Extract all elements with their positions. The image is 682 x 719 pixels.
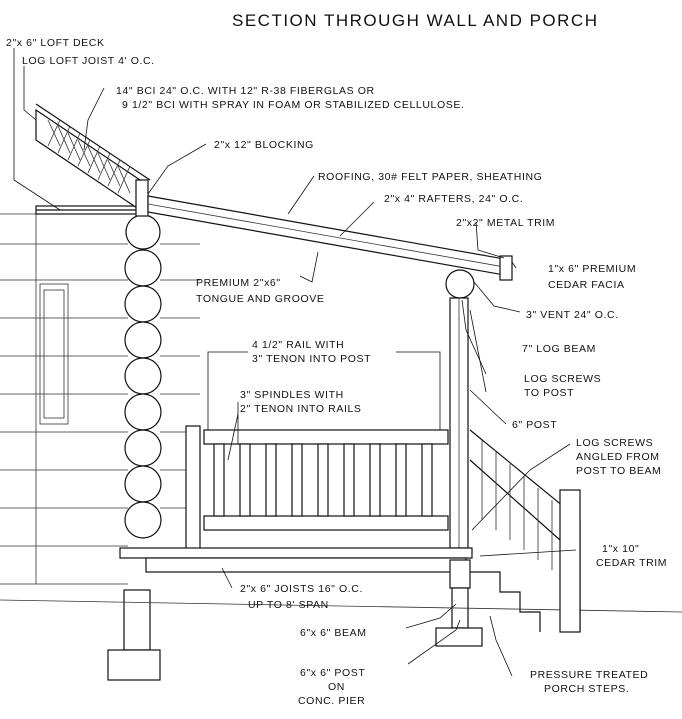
label-blocking: 2"x 12" BLOCKING xyxy=(214,139,314,151)
label-steps-1: PRESSURE TREATED xyxy=(530,669,648,681)
label-post6: 6" POST xyxy=(512,419,557,431)
railing xyxy=(185,425,449,553)
label-angled-2: ANGLED FROM xyxy=(576,451,660,463)
label-roofing: ROOFING, 30# FELT PAPER, SHEATHING xyxy=(318,171,542,183)
leader-lines xyxy=(13,48,577,677)
label-post66-3: CONC. PIER xyxy=(298,695,365,707)
label-cedar-trim-1: 1"x 10" xyxy=(602,543,639,555)
label-post66-2: ON xyxy=(328,681,345,693)
porch-stairs xyxy=(469,429,581,633)
label-screws-2: TO POST xyxy=(524,387,574,399)
label-tongue-2: TONGUE AND GROOVE xyxy=(196,293,324,305)
wall-structure xyxy=(0,103,200,585)
label-angled-3: POST TO BEAM xyxy=(576,465,661,477)
label-rail-2: 3" TENON INTO POST xyxy=(252,353,371,365)
label-tongue-1: PREMIUM 2"x6" xyxy=(196,277,281,289)
label-spindle-2: 2" TENON INTO RAILS xyxy=(240,403,362,415)
label-spindle-1: 3" SPINDLES WITH xyxy=(240,389,344,401)
label-joists-1: 2"x 6" JOISTS 16" O.C. xyxy=(240,583,363,595)
label-screws-1: LOG SCREWS xyxy=(524,373,601,385)
drawing-title: SECTION THROUGH WALL AND PORCH xyxy=(232,11,598,30)
label-rail-1: 4 1/2" RAIL WITH xyxy=(252,339,344,351)
label-loft-joist: LOG LOFT JOIST 4' O.C. xyxy=(22,55,155,67)
label-facia-2: CEDAR FACIA xyxy=(548,279,625,291)
label-post66-1: 6"x 6" POST xyxy=(300,667,365,679)
label-steps-2: PORCH STEPS. xyxy=(544,683,629,695)
label-vent: 3" VENT 24" O.C. xyxy=(526,309,619,321)
label-log-beam: 7" LOG BEAM xyxy=(522,343,596,355)
label-bci-2: 9 1/2" BCI WITH SPRAY IN FOAM OR STABILI… xyxy=(122,99,464,111)
porch-roof xyxy=(147,195,513,281)
label-beam66: 6"x 6" BEAM xyxy=(300,627,367,639)
label-rafters: 2"x 4" RAFTERS, 24" O.C. xyxy=(384,193,523,205)
label-loft-deck: 2"x 6" LOFT DECK xyxy=(6,37,105,49)
label-angled-1: LOG SCREWS xyxy=(576,437,653,449)
callout-labels: 2"x 6" LOFT DECK LOG LOFT JOIST 4' O.C. … xyxy=(6,37,667,707)
label-metal-trim: 2"x2" METAL TRIM xyxy=(456,217,555,229)
label-facia-1: 1"x 6" PREMIUM xyxy=(548,263,636,275)
porch-post xyxy=(445,269,475,549)
label-bci-1: 14" BCI 24" O.C. WITH 12" R-38 FIBERGLAS… xyxy=(116,85,375,97)
label-joists-2: UP TO 8' SPAN xyxy=(248,599,329,611)
label-cedar-trim-2: CEDAR TRIM xyxy=(596,557,667,569)
